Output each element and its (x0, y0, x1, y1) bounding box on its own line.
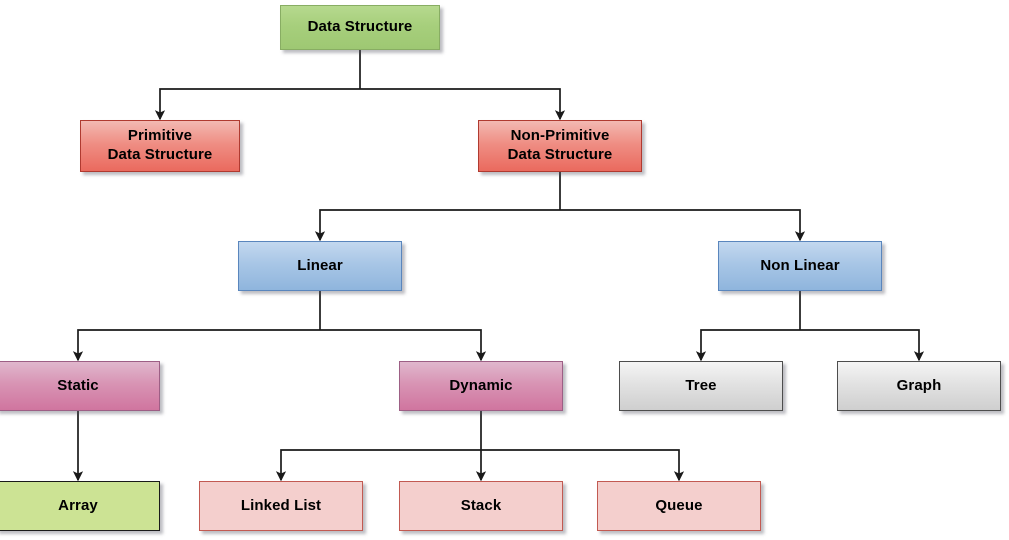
edge-non-linear-tree (695, 329, 800, 362)
edge-non-primitive-non-linear (560, 209, 806, 242)
node-label: Stack (461, 497, 502, 516)
node-label: Data Structure (308, 18, 413, 37)
node-array[interactable]: Array (0, 481, 160, 531)
node-label-line: Array (58, 496, 98, 514)
edge-non-linear-graph (800, 329, 925, 362)
node-label-line: Data Structure (507, 146, 613, 163)
edge-dynamic-queue (481, 449, 685, 482)
node-label-line: Data Structure (307, 18, 413, 36)
node-linear[interactable]: Linear (238, 241, 402, 291)
node-label-line: Linked List (240, 496, 322, 514)
node-label: Static (57, 377, 98, 396)
node-linked-list[interactable]: Linked List (199, 481, 363, 531)
node-label: Dynamic (449, 377, 512, 396)
edge-non-primitive-linear (314, 209, 560, 242)
node-label-line: Static (57, 376, 99, 394)
node-queue[interactable]: Queue (597, 481, 761, 531)
edge-dynamic-linked-list (275, 449, 481, 482)
node-dynamic[interactable]: Dynamic (399, 361, 563, 411)
node-label-line: Non-Primitive (510, 127, 610, 145)
node-label-line: Data Structure (107, 146, 213, 163)
node-label-line: Primitive (127, 127, 193, 145)
node-label: Queue (655, 497, 702, 516)
node-non-linear[interactable]: Non Linear (718, 241, 882, 291)
edge-data-structure-primitive (154, 88, 360, 121)
edge-data-structure-non-primitive (360, 88, 566, 121)
node-stack[interactable]: Stack (399, 481, 563, 531)
node-tree[interactable]: Tree (619, 361, 783, 411)
node-label-line: Linear (297, 256, 343, 274)
node-label-line: Dynamic (449, 376, 513, 394)
node-label: Graph (897, 377, 942, 396)
edge-linear-dynamic (320, 329, 487, 362)
node-label-line: Non Linear (760, 256, 840, 274)
node-data-structure[interactable]: Data Structure (280, 5, 440, 50)
node-label: Linear (297, 257, 343, 276)
node-label: Array (58, 497, 98, 516)
node-label-line: Tree (685, 376, 717, 394)
node-static[interactable]: Static (0, 361, 160, 411)
node-label: Linked List (241, 497, 321, 516)
node-label: Tree (685, 377, 716, 396)
node-label-line: Stack (460, 496, 502, 514)
node-label: Non Linear (760, 257, 839, 276)
node-graph[interactable]: Graph (837, 361, 1001, 411)
node-label-line: Queue (655, 496, 703, 514)
edge-linear-static (72, 329, 320, 362)
node-label-line: Graph (896, 376, 942, 394)
